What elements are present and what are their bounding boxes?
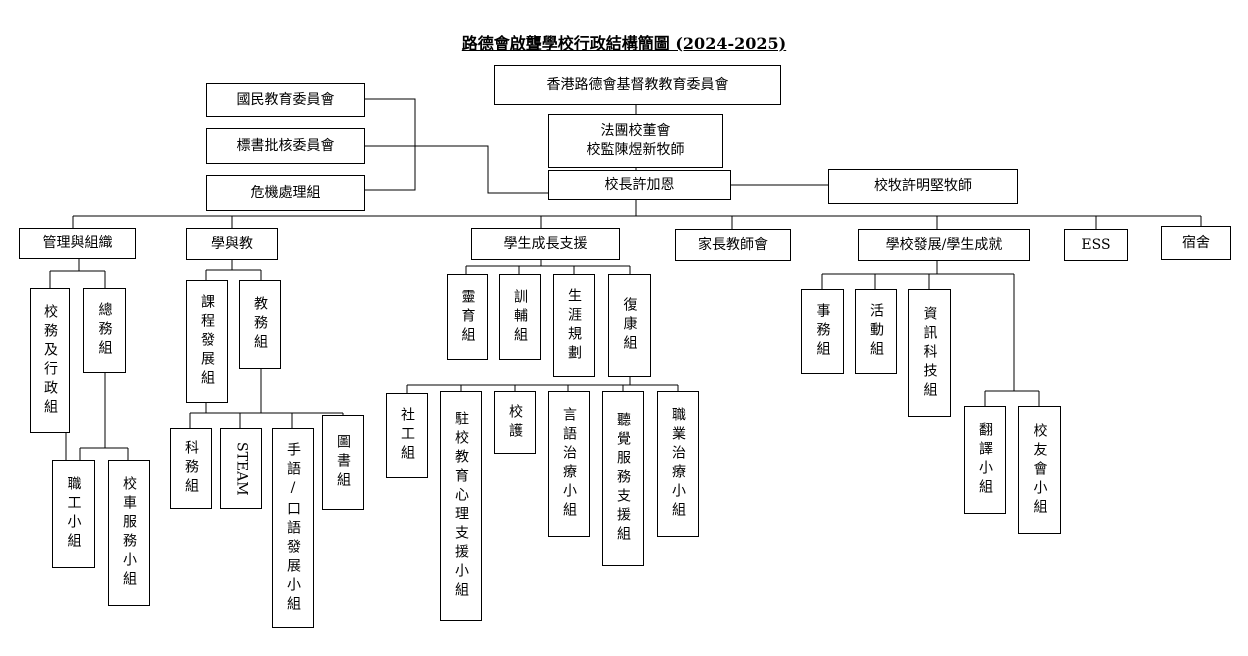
steam-unit-box: STEAM <box>220 428 262 509</box>
social-work-unit-box: 社工組 <box>386 393 428 478</box>
teaching-department-box: 學與教 <box>186 228 278 260</box>
translation-unit-box: 翻譯小組 <box>964 406 1006 514</box>
career-unit-label: 生涯規劃 <box>566 287 582 364</box>
alumni-unit-box: 校友會小組 <box>1018 406 1061 534</box>
sign-language-unit-label: 手語/口語發展小組 <box>285 441 301 615</box>
general-affairs-unit-box: 總務組 <box>83 288 126 373</box>
student-support-department-label: 學生成長支援 <box>503 235 588 252</box>
career-unit-box: 生涯規劃 <box>553 274 595 377</box>
chart-title: 路德會啟聾學校行政結構簡圖 (2024-2025) <box>461 34 787 53</box>
tender-committee-box: 標書批核委員會 <box>206 128 365 164</box>
national-education-committee-box: 國民教育委員會 <box>206 83 365 117</box>
academic-unit-box: 教務組 <box>239 280 281 369</box>
curriculum-unit-box: 課程發展組 <box>186 280 228 403</box>
admin-department-box: 管理與組織 <box>19 228 136 259</box>
supervisor-label: 校監陳煜新牧師 <box>586 142 685 158</box>
chaplain-label: 校牧許明堅牧師 <box>874 178 972 195</box>
academic-unit-label: 教務組 <box>252 296 268 353</box>
development-department-box: 學校發展/學生成就 <box>858 229 1030 261</box>
it-unit-box: 資訊科技組 <box>908 289 951 417</box>
pta-box: 家長教師會 <box>675 229 791 261</box>
library-unit-label: 圖書組 <box>335 434 351 491</box>
general-affairs-unit-label: 總務組 <box>96 302 113 359</box>
translation-unit-label: 翻譯小組 <box>977 422 993 498</box>
spiritual-unit-box: 靈育組 <box>447 274 488 360</box>
affairs-unit-box: 事務組 <box>801 289 844 374</box>
library-unit-box: 圖書組 <box>322 415 364 510</box>
hearing-service-unit-label: 聽覺服務支援組 <box>615 412 631 545</box>
affairs-unit-label: 事務組 <box>814 303 831 360</box>
psychology-unit-label: 駐校教育心理支援小組 <box>453 411 469 601</box>
rehab-unit-label: 復康組 <box>621 297 638 354</box>
steam-unit-label: STEAM <box>233 441 250 496</box>
student-support-department-box: 學生成長支援 <box>471 228 620 260</box>
school-board-label: 法團校董會 <box>600 123 671 140</box>
social-work-unit-label: 社工組 <box>399 407 415 464</box>
education-committee-label: 香港路德會基督教教育委員會 <box>546 76 729 93</box>
occupational-therapy-unit-box: 職業治療小組 <box>657 391 699 537</box>
principal-label: 校長許加恩 <box>604 176 675 193</box>
staff-unit-label: 職工小組 <box>65 476 82 552</box>
it-unit-label: 資訊科技組 <box>921 305 938 401</box>
teaching-department-label: 學與教 <box>211 235 253 252</box>
school-bus-unit-label: 校車服務小組 <box>121 476 137 590</box>
pta-label: 家長教師會 <box>698 236 768 253</box>
subjects-unit-box: 科務組 <box>170 428 212 509</box>
speech-therapy-unit-box: 言語治療小組 <box>548 391 590 537</box>
school-affairs-unit-label: 校務及行政組 <box>42 303 58 418</box>
development-department-label: 學校發展/學生成就 <box>885 236 1003 253</box>
discipline-unit-label: 訓輔組 <box>512 288 528 346</box>
rehab-unit-box: 復康組 <box>608 274 651 377</box>
school-affairs-unit-box: 校務及行政組 <box>30 288 70 433</box>
school-bus-unit-box: 校車服務小組 <box>108 460 150 606</box>
psychology-unit-box: 駐校教育心理支援小組 <box>440 391 482 621</box>
school-board-box: 法團校董會 校監陳煜新牧師 <box>548 114 723 168</box>
crisis-management-box: 危機處理組 <box>206 175 365 211</box>
school-nurse-unit-box: 校護 <box>494 391 536 454</box>
national-education-committee-label: 國民教育委員會 <box>236 91 335 108</box>
staff-unit-box: 職工小組 <box>52 460 95 568</box>
activities-unit-label: 活動組 <box>868 303 884 360</box>
alumni-unit-label: 校友會小組 <box>1031 422 1048 518</box>
tender-committee-label: 標書批核委員會 <box>236 137 335 154</box>
speech-therapy-unit-label: 言語治療小組 <box>561 407 577 521</box>
curriculum-unit-label: 課程發展組 <box>199 294 215 389</box>
sign-language-unit-box: 手語/口語發展小組 <box>272 428 314 628</box>
admin-department-label: 管理與組織 <box>42 235 113 252</box>
hostel-label: 宿舍 <box>1182 234 1210 251</box>
spiritual-unit-label: 靈育組 <box>459 288 476 346</box>
ess-label: ESS <box>1081 236 1111 253</box>
education-committee-box: 香港路德會基督教教育委員會 <box>494 65 781 105</box>
chaplain-box: 校牧許明堅牧師 <box>828 169 1018 204</box>
activities-unit-box: 活動組 <box>855 289 897 374</box>
occupational-therapy-unit-label: 職業治療小組 <box>670 407 686 521</box>
ess-box: ESS <box>1064 229 1128 261</box>
principal-box: 校長許加恩 <box>548 170 731 200</box>
hearing-service-unit-box: 聽覺服務支援組 <box>602 391 644 566</box>
crisis-management-label: 危機處理組 <box>250 184 321 201</box>
subjects-unit-label: 科務組 <box>183 440 199 497</box>
hostel-box: 宿舍 <box>1161 226 1231 260</box>
school-nurse-unit-label: 校護 <box>507 403 523 442</box>
discipline-unit-box: 訓輔組 <box>499 274 541 360</box>
